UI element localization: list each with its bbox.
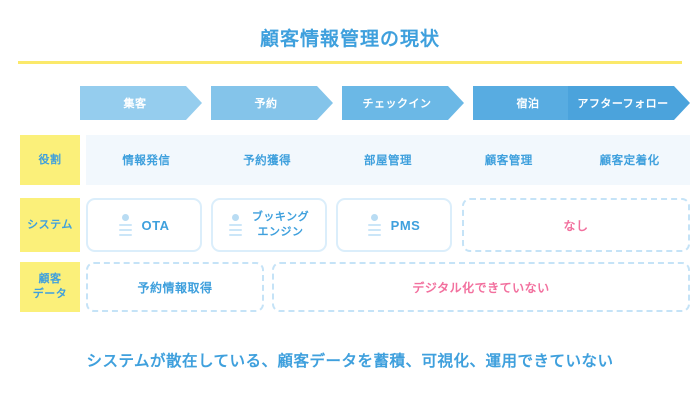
system-missing-label: なし xyxy=(563,218,589,233)
stage-chevron-5[interactable]: アフターフォロー xyxy=(568,86,690,120)
footer-note: システムが散在している、顧客データを蓄積、可視化、運用できていない xyxy=(86,353,614,370)
stage-label-1: 集客 xyxy=(123,98,147,110)
role-cell-5: 顧客定着化 xyxy=(599,155,660,167)
customer-data-row: 予約情報取得 デジタル化できていない xyxy=(86,262,690,312)
system-row: OTA ブッキング エンジン PMS なし xyxy=(86,198,690,252)
role-cell-2: 予約獲得 xyxy=(243,155,292,167)
server-icon xyxy=(119,214,133,236)
system-card-booking-engine[interactable]: ブッキング エンジン xyxy=(211,198,327,252)
stage-chevron-2[interactable]: 予約 xyxy=(211,86,333,120)
stage-label-2: 予約 xyxy=(254,98,278,110)
title-underline xyxy=(18,61,682,64)
customer-data-label-line2: データ xyxy=(32,288,68,300)
system-card-pms[interactable]: PMS xyxy=(336,198,452,252)
row-label-role: 役割 xyxy=(20,135,80,185)
system-card-label-ota: OTA xyxy=(141,217,170,233)
system-card-label-booking-engine: ブッキング エンジン xyxy=(252,210,309,240)
role-cell-4: 顧客管理 xyxy=(484,155,533,167)
customer-data-obtained-label: 予約情報取得 xyxy=(137,280,213,295)
stage-chevron-row: 集客 予約 チェックイン 宿泊 アフターフォロー xyxy=(80,86,690,120)
title-block: 顧客情報管理の現状 xyxy=(0,28,700,64)
role-row: 情報発信 予約獲得 部屋管理 顧客管理 顧客定着化 xyxy=(86,135,690,185)
stage-chevron-3[interactable]: チェックイン xyxy=(342,86,464,120)
server-icon xyxy=(368,214,382,236)
booking-engine-line2: エンジン xyxy=(257,226,304,238)
stage-label-3: チェックイン xyxy=(362,98,432,110)
stage-chevron-1[interactable]: 集客 xyxy=(80,86,202,120)
system-missing-box: なし xyxy=(462,198,690,252)
page-title: 顧客情報管理の現状 xyxy=(259,29,440,50)
stage-label-5: アフターフォロー xyxy=(577,98,669,110)
role-cell-1: 情報発信 xyxy=(122,155,171,167)
booking-engine-line1: ブッキング xyxy=(251,211,310,223)
customer-data-not-digitized-box: デジタル化できていない xyxy=(272,262,690,312)
system-card-label-pms: PMS xyxy=(390,217,421,233)
role-cell-3: 部屋管理 xyxy=(363,155,412,167)
row-label-system: システム xyxy=(20,198,80,252)
row-label-customer-data: 顧客 データ xyxy=(20,262,80,312)
customer-data-obtained-box: 予約情報取得 xyxy=(86,262,264,312)
customer-data-not-digitized-label: デジタル化できていない xyxy=(412,280,550,295)
system-card-ota[interactable]: OTA xyxy=(86,198,202,252)
customer-data-label-line1: 顧客 xyxy=(38,273,62,285)
server-icon xyxy=(229,214,243,236)
stage-label-4: 宿泊 xyxy=(516,98,540,110)
